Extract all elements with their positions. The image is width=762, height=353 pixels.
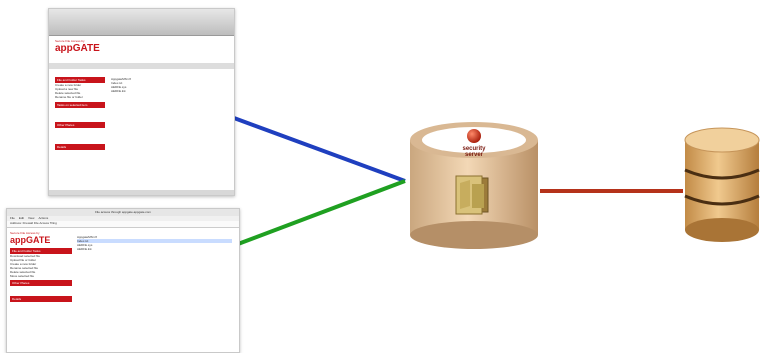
bottom-file-list: AppgateMSI.rtf Index.txt AEDFE.sys AEDFE… [77, 235, 232, 251]
top-app-label: Secure File Access by [55, 39, 85, 43]
top-menu-item[interactable]: Rename file or folder [55, 95, 83, 99]
file-row[interactable]: AppgateMSI.rtf [77, 235, 98, 239]
blue-link [233, 116, 406, 183]
file-row[interactable]: Index.txt [77, 239, 232, 243]
server-label-line2: server [465, 152, 484, 158]
menu-file[interactable]: File [10, 216, 15, 220]
menu-view[interactable]: View [28, 216, 35, 220]
bottom-window-screenshot: File access through appgate.appgate.com … [6, 208, 240, 353]
top-menu-item[interactable]: Delete selected file [55, 91, 81, 95]
database-icon [684, 127, 760, 242]
menu-edit[interactable]: Edit [18, 216, 25, 220]
bottom-panel-item[interactable]: Delete selected file [10, 270, 36, 274]
bottom-panel-item[interactable]: Rename selected file [10, 266, 39, 270]
file-row[interactable]: AEDFE.sys [111, 85, 127, 89]
folder-icon [455, 175, 489, 215]
bottom-window-title: File access through appgate.appgate.com [7, 209, 239, 216]
top-logo: appGATE [55, 43, 100, 54]
top-file-list: AppgateMSI.rtf Index.txt AEDFE.sys AEDFE… [111, 77, 229, 93]
bottom-left-panel: Secure File Access by appGATE File and F… [10, 231, 72, 302]
top-window-statusbar [49, 190, 234, 195]
top-window-left-panel: File and Folder Tasks Create a new folde… [55, 77, 105, 150]
top-section-title: Tasks on selected item [55, 102, 105, 108]
file-row[interactable]: Index.txt [111, 81, 123, 85]
bottom-section-title: Other Places [10, 280, 72, 286]
file-row[interactable]: AppgateMSI.rtf [111, 77, 132, 81]
server-label-line1: security [462, 146, 486, 152]
top-section-title: Details [55, 144, 105, 150]
bottom-panel-item[interactable]: Create a new folder [10, 262, 37, 266]
bottom-address-bar[interactable]: Address: Firewall File Access Tiling [7, 221, 239, 228]
bottom-panel-item[interactable]: Move selected file [10, 274, 35, 278]
bottom-panel-item[interactable]: Upload file or folder [10, 258, 37, 262]
file-row[interactable]: AEDFE.sys [77, 243, 93, 247]
bottom-panel-item[interactable]: Download selected file [10, 254, 41, 258]
top-window-screenshot: Secure File Access by appGATE File and F… [48, 8, 235, 196]
top-section-title: Other Places [55, 122, 105, 128]
green-link [237, 179, 406, 246]
file-row[interactable]: AEDFE.lnk [77, 247, 92, 251]
bottom-panel-title: File and Folder Tasks [10, 248, 72, 254]
menu-actions[interactable]: Actions [38, 216, 49, 220]
top-window-header-bar [49, 63, 234, 69]
bottom-section-title: Details [10, 296, 72, 302]
bottom-logo: appGATE [10, 235, 51, 245]
top-window-toolbar [49, 9, 234, 36]
appgate-logo-icon [467, 129, 481, 143]
file-row[interactable]: AEDFE.lnk [111, 89, 126, 93]
top-menu-item[interactable]: Create a new folder [55, 83, 82, 87]
top-menu-item[interactable]: Upload a new file [55, 87, 79, 91]
bottom-window-menubar: File Edit View Actions [7, 216, 239, 221]
top-window-banner: Secure File Access by appGATE [55, 39, 100, 61]
top-panel-title: File and Folder Tasks [55, 77, 105, 83]
security-server: security server [410, 122, 538, 249]
bottom-app-label: Secure File Access by [10, 231, 40, 235]
